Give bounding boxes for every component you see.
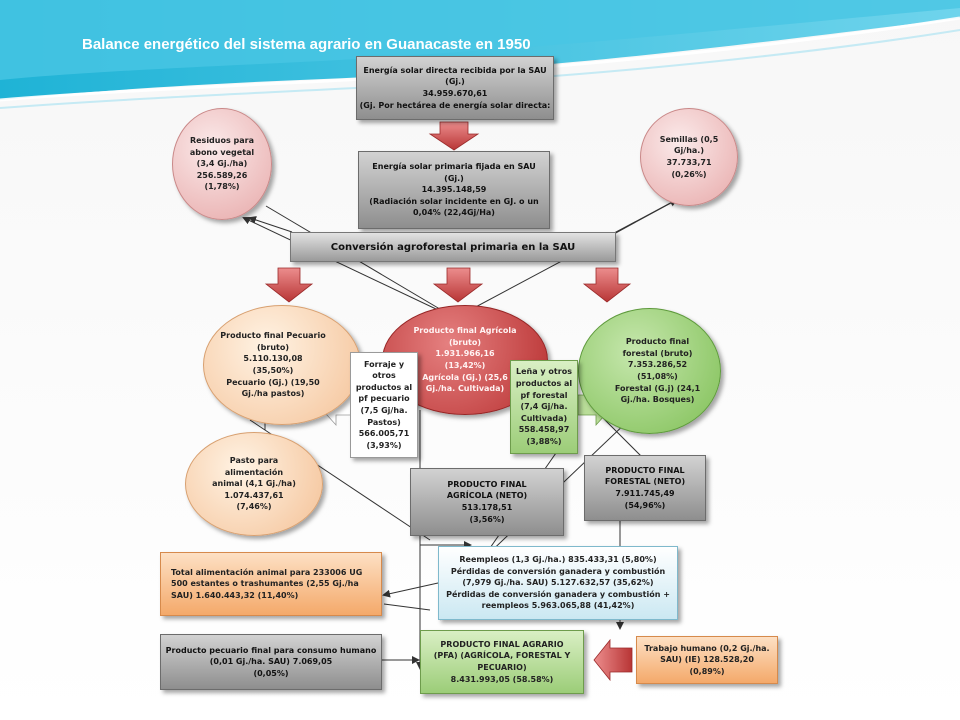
pfa-box: PRODUCTO FINAL AGRARIO (PFA) (AGRÍCOLA, … bbox=[420, 630, 584, 694]
lena-box: Leña y otros productos al pf forestal (7… bbox=[510, 360, 578, 454]
trabajo-box: Trabajo humano (0,2 Gj./ha. SAU) (IE) 12… bbox=[636, 636, 778, 684]
conversion-banner: Conversión agroforestal primaria en la S… bbox=[290, 232, 616, 262]
solar-fixed-box: Energía solar primaria fijada en SAU (Gj… bbox=[358, 151, 550, 229]
solar-direct-box: Energía solar directa recibida por la SA… bbox=[356, 56, 554, 120]
alimentacion-total-box: Total alimentación animal para 233006 UG… bbox=[160, 552, 382, 616]
forraje-box: Forraje y otros productos al pf pecuario… bbox=[350, 352, 418, 458]
page-title: Balance energético del sistema agrario e… bbox=[82, 36, 531, 53]
reempleos-box: Reempleos (1,3 Gj./ha.) 835.433,31 (5,80… bbox=[438, 546, 678, 620]
semillas-circle: Semillas (0,5 Gj/ha.) 37.733,71 (0,26%) bbox=[640, 108, 738, 206]
agricola-neto-box: PRODUCTO FINAL AGRÍCOLA (NETO) 513.178,5… bbox=[410, 468, 564, 536]
pasto-circle: Pasto para alimentación animal (4,1 Gj./… bbox=[185, 432, 323, 536]
forestal-neto-box: PRODUCTO FINAL FORESTAL (NETO) 7.911.745… bbox=[584, 455, 706, 521]
pecuario-humano-box: Producto pecuario final para consumo hum… bbox=[160, 634, 382, 690]
residuos-circle: Residuos para abono vegetal (3,4 Gj./ha)… bbox=[172, 108, 272, 220]
forestal-bruto-circle: Producto final forestal (bruto) 7.353.28… bbox=[578, 308, 721, 434]
pecuario-bruto-circle: Producto final Pecuario (bruto) 5.110.13… bbox=[203, 305, 361, 425]
